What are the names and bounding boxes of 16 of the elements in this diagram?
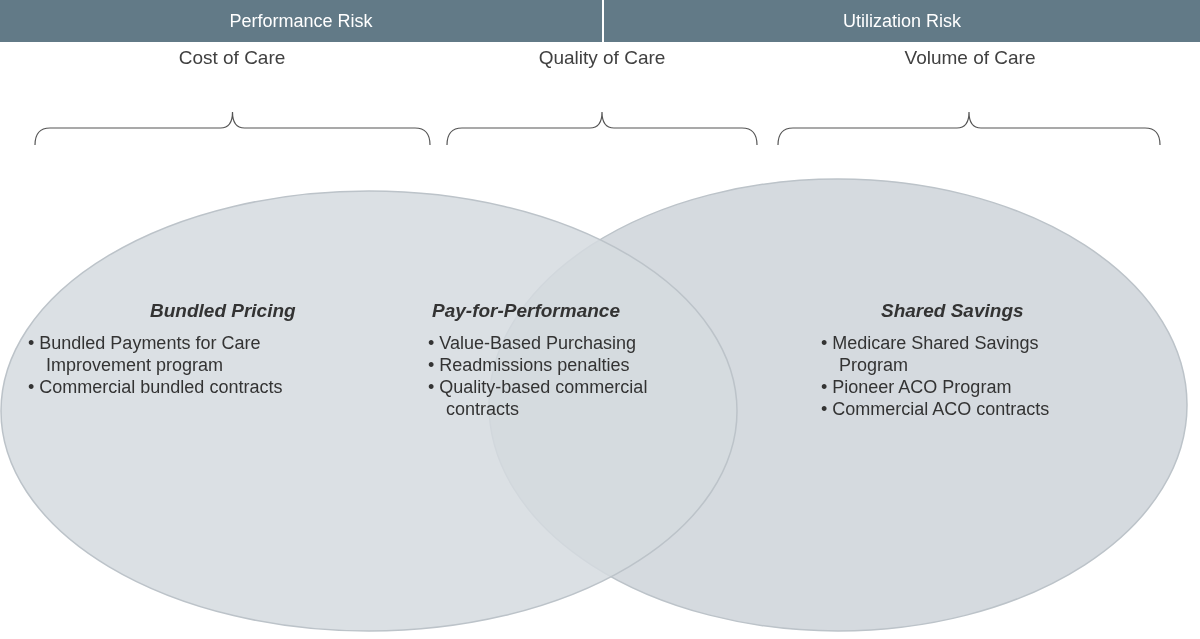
circle-heading: Shared Savings [881, 300, 1024, 322]
header-band: Utilization Risk [604, 0, 1200, 42]
bullet-item: • Value-Based Purchasing [428, 332, 638, 354]
bullet-item: • Readmissions penalties [428, 354, 631, 376]
header-band: Performance Risk [0, 0, 602, 42]
bullet-item: • Commercial ACO contracts [821, 398, 1051, 420]
column-heading: Quality of Care [537, 47, 667, 69]
bullet-item: • Commercial bundled contracts [28, 376, 284, 398]
circle-heading: Bundled Pricing [150, 300, 296, 322]
bullet-item: • Bundled Payments for Care Improvement program [28, 332, 262, 376]
circle-heading: Pay-for-Performance [432, 300, 620, 322]
column-heading: Volume of Care [903, 47, 1037, 69]
bullet-item: • Medicare Shared Savings Program [821, 332, 1040, 376]
bullet-item: • Pioneer ACO Program [821, 376, 1013, 398]
column-heading: Cost of Care [177, 47, 287, 69]
bullet-item: • Quality-based commercial contracts [428, 376, 649, 420]
